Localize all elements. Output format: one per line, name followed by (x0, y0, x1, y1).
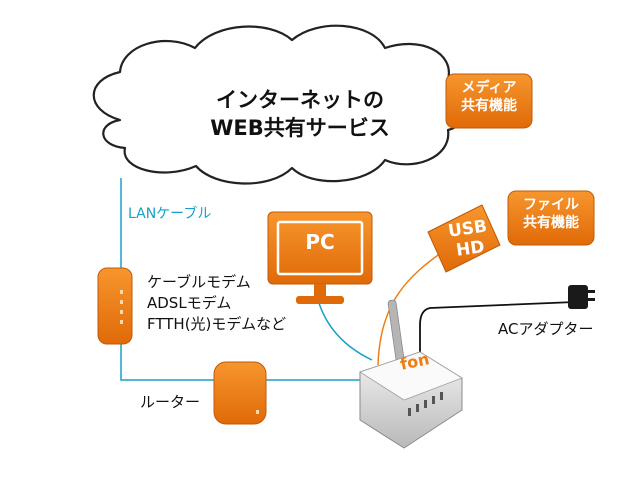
usb-cable (377, 249, 446, 366)
media-sharing-badge: メディア 共有機能 (447, 79, 531, 115)
modem-label: ケーブルモデム ADSLモデム FTTH(光)モデムなど (147, 272, 286, 335)
file-sharing-badge: ファイル 共有機能 (509, 196, 593, 232)
cloud-title-line1: インターネットの (216, 88, 384, 112)
cloud-title-line2: WEB共有サービス (210, 116, 390, 140)
file-badge-line2: 共有機能 (523, 215, 579, 231)
ac-cable (419, 301, 576, 372)
router-label: ルーター (140, 393, 201, 411)
media-badge-shape (445, 73, 533, 129)
line-modem-to-router (120, 335, 215, 381)
pc-label: PC (305, 230, 335, 254)
modem-label-line2: ADSLモデム (147, 294, 232, 312)
modem-label-line3: FTTH(光)モデムなど (147, 315, 287, 333)
usb-hd-device (427, 204, 501, 273)
line-pc-to-fon (317, 299, 373, 361)
pc-monitor (267, 211, 373, 304)
router-device (213, 361, 267, 425)
media-badge-line2: 共有機能 (461, 98, 517, 114)
lan-lines (120, 178, 373, 381)
file-badge-shape (507, 190, 595, 246)
lan-cable-label: LANケーブル (128, 206, 212, 222)
modem-device (97, 267, 133, 345)
modem-label-line1: ケーブルモデム (147, 273, 251, 291)
file-badge-line1: ファイル (523, 197, 579, 213)
cloud-title: インターネットの WEB共有サービス (170, 86, 430, 142)
fon-router-device (359, 299, 463, 449)
ac-adapter-label: ACアダプター (498, 320, 594, 338)
media-badge-line1: メディア (461, 80, 517, 96)
ac-plug (568, 285, 595, 309)
